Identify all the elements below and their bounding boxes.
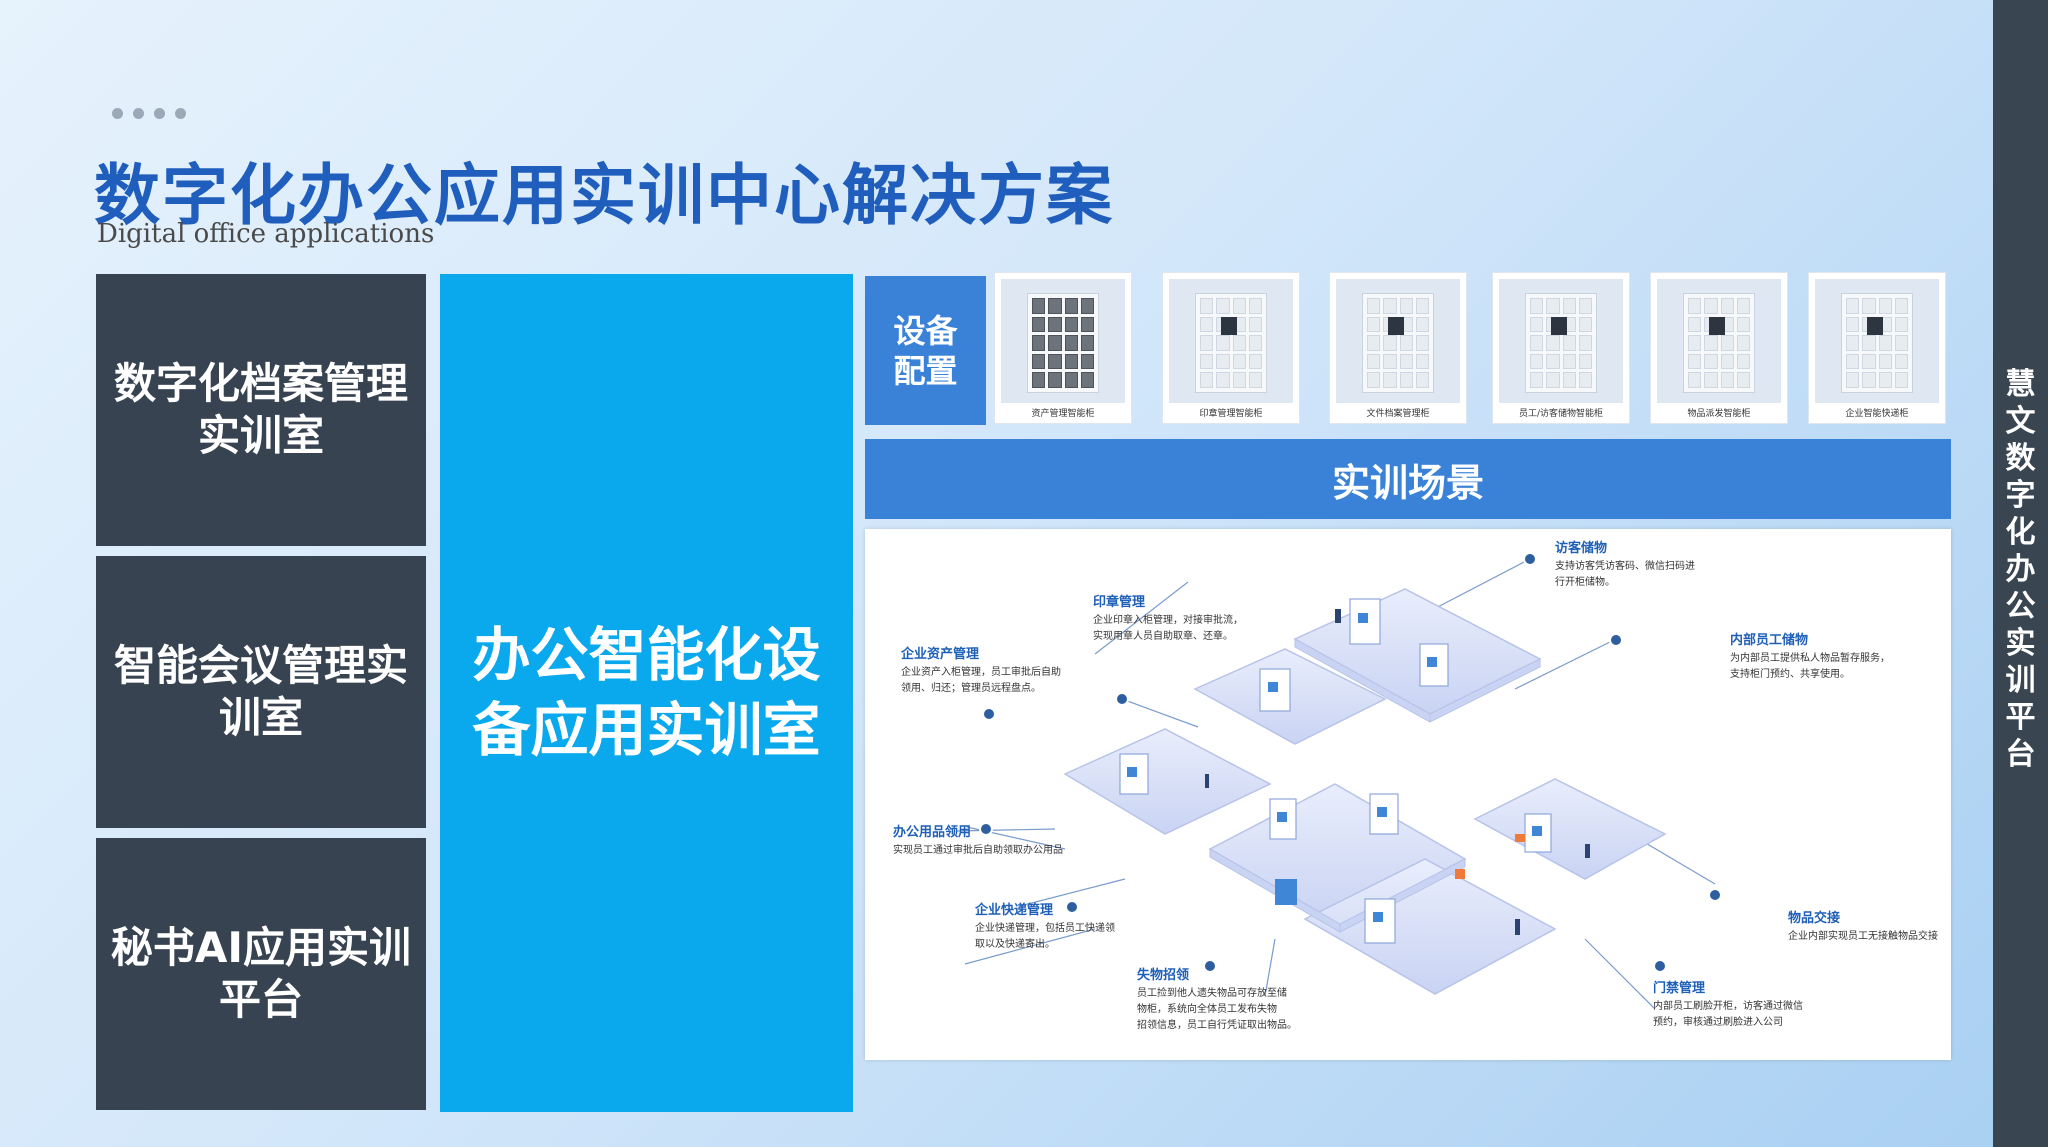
cabinet-image [1657,279,1781,403]
cabinet-image [1336,279,1460,403]
cabinet-image [1169,279,1293,403]
cabinet-card-document[interactable]: 文件档案管理柜 [1329,272,1467,424]
annotation-express-management: 企业快递管理 企业快递管理，包括员工快递领 取以及快递寄出。 [975,903,1115,950]
right-sidebar: 慧 文 数 字 化 办 公 实 训 平 台 [1993,0,2048,1147]
cabinet-caption: 资产管理智能柜 [1031,409,1095,419]
decorative-dots [112,108,186,119]
page-subtitle: Digital office applications [97,219,435,249]
cabinet-caption: 文件档案管理柜 [1366,409,1430,419]
cabinet-caption: 企业智能快递柜 [1845,409,1909,419]
page-title: 数字化办公应用实训中心解决方案 [94,157,1114,234]
cabinet-image [1001,279,1125,403]
cabinet-image [1815,279,1939,403]
annotation-item-handover: 物品交接 企业内部实现员工无接触物品交接 [1788,911,1938,942]
cabinet-card-dispatch[interactable]: 物品派发智能柜 [1650,272,1788,424]
scene-diagram: 访客储物 支持访客凭访客码、微信扫码进 行开柜储物。 印章管理 企业印章入柜管理… [865,529,1951,1060]
sidebar-brand-text: 慧 文 数 字 化 办 公 实 训 平 台 [2005,367,2036,772]
isometric-office-illustration [956,552,1722,1010]
equipment-config-label: 设备 配置 [865,276,986,425]
panel-smart-office-device-lab[interactable]: 办公智能化设 备应用实训室 [440,274,853,1112]
training-scene-header: 实训场景 [865,439,1951,519]
cabinet-caption: 印章管理智能柜 [1199,409,1263,419]
panel-digital-archive-lab[interactable]: 数字化档案管理 实训室 [96,274,426,546]
cabinet-caption: 员工/访客储物智能柜 [1518,409,1604,419]
annotation-lost-and-found: 失物招领 员工捡到他人遗失物品可存放至储 物柜，系统向全体员工发布失物 招领信息… [1137,968,1297,1031]
cabinet-card-asset[interactable]: 资产管理智能柜 [994,272,1132,424]
annotation-employee-storage: 内部员工储物 为内部员工提供私人物品暂存服务， 支持柜门预约、共享使用。 [1730,633,1890,680]
cabinet-image [1499,279,1623,403]
cabinet-card-express[interactable]: 企业智能快递柜 [1808,272,1946,424]
panel-secretary-ai-platform[interactable]: 秘书AI应用实训 平台 [96,838,426,1110]
annotation-seal-management: 印章管理 企业印章入柜管理，对接审批流， 实现用章人员自助取章、还章。 [1093,595,1243,642]
annotation-office-supplies: 办公用品领用 实现员工通过审批后自助领取办公用品 [893,825,1063,856]
annotation-visitor-storage: 访客储物 支持访客凭访客码、微信扫码进 行开柜储物。 [1555,541,1695,588]
cabinet-card-locker[interactable]: 员工/访客储物智能柜 [1492,272,1630,424]
cabinet-card-seal[interactable]: 印章管理智能柜 [1162,272,1300,424]
annotation-access-control: 门禁管理 内部员工刷脸开柜，访客通过微信 预约，审核通过刷脸进入公司 [1653,981,1803,1028]
panel-smart-meeting-lab[interactable]: 智能会议管理实 训室 [96,556,426,828]
annotation-asset-management: 企业资产管理 企业资产入柜管理，员工审批后自助 领用、归还；管理员远程盘点。 [901,647,1061,694]
cabinet-caption: 物品派发智能柜 [1687,409,1751,419]
